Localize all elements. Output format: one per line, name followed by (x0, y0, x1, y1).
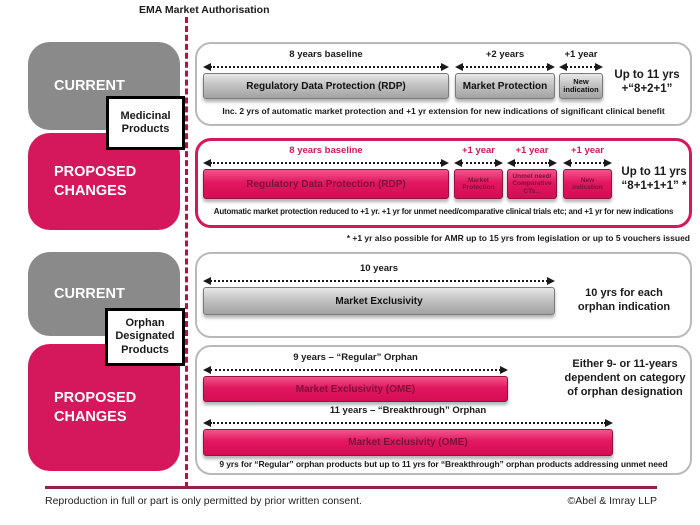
dashed-arrow (203, 277, 555, 285)
bar-rdp: Regulatory Data Protection (RDP) (203, 169, 449, 199)
segment-unmet-need: +1 year (507, 145, 557, 167)
current-label: CURRENT (54, 78, 125, 94)
proposed-changes-label: PROPOSED CHANGES (54, 164, 137, 199)
dashed-arrow (507, 159, 557, 167)
bar-new-indication: New indication (559, 73, 603, 99)
segment-breakthrough-orphan: 11 years – “Breakthrough” Orphan (203, 405, 613, 427)
panel-current-orphan: 10 years Market Exclusivity 10 yrs for e… (195, 252, 692, 338)
segment-rdp: 8 years baseline (203, 49, 449, 71)
segment-market-exclusivity: 10 years (203, 263, 555, 285)
bar-market-protection: Market Protection (454, 169, 503, 199)
footer-copyright: ©Abel & Imray LLP (567, 495, 657, 507)
segment-new-indication: +1 year (563, 145, 612, 167)
page-title: EMA Market Authorisation (139, 4, 270, 16)
note-proposed-medicinal: Automatic market protection reduced to +… (213, 207, 674, 216)
footer-disclaimer: Reproduction in full or part is only per… (45, 495, 362, 507)
dashed-arrow (203, 159, 449, 167)
panel-current-medicinal: 8 years baseline +2 years +1 year Regula… (195, 42, 692, 126)
dashed-arrow (563, 159, 612, 167)
current-label: CURRENT (54, 286, 125, 302)
panel-proposed-orphan: 9 years – “Regular” Orphan Market Exclus… (195, 345, 692, 475)
dashed-arrow (455, 63, 555, 71)
bar-new-indication: New indication (563, 169, 612, 199)
dashed-arrow (203, 63, 449, 71)
note-proposed-orphan: 9 yrs for “Regular” orphan products but … (219, 459, 668, 469)
bar-ome-regular: Market Exclusivity (OME) (203, 376, 508, 402)
bar-rdp: Regulatory Data Protection (RDP) (203, 73, 449, 99)
orphan-products-badge: Orphan Designated Products (105, 308, 185, 366)
segment-regular-orphan: 9 years – “Regular” Orphan (203, 352, 508, 374)
market-authorisation-divider-line (185, 17, 188, 488)
segment-market-protection: +2 years (455, 49, 555, 71)
amr-footnote: * +1 yr also possible for AMR up to 15 y… (346, 233, 690, 243)
dashed-arrow (454, 159, 503, 167)
medicinal-products-badge: Medicinal Products (106, 96, 185, 150)
segment-rdp: 8 years baseline (203, 145, 449, 167)
current-medicinal-side-box: CURRENT (28, 42, 180, 130)
dashed-arrow (203, 366, 508, 374)
bar-market-exclusivity: Market Exclusivity (203, 287, 555, 315)
panel-proposed-medicinal: 8 years baseline +1 year +1 year +1 year… (195, 138, 692, 228)
bar-ome-breakthrough: Market Exclusivity (OME) (203, 429, 613, 456)
bar-unmet-need: Unmet need/ Comparative CTs... (507, 169, 557, 199)
summary-current-medicinal: Up to 11 yrs +“8+2+1” (614, 69, 680, 95)
summary-proposed-medicinal: Up to 11 yrs “8+1+1+1” * (621, 166, 687, 192)
segment-market-protection: +1 year (454, 145, 503, 167)
dashed-arrow (559, 63, 603, 71)
proposed-changes-label: PROPOSED CHANGES (54, 390, 137, 425)
summary-proposed-orphan: Either 9- or 11-years dependent on categ… (564, 358, 686, 398)
segment-new-indication: +1 year (559, 49, 603, 71)
note-current-medicinal: Inc. 2 yrs of automatic market protectio… (222, 106, 665, 116)
bar-market-protection: Market Protection (455, 73, 555, 99)
dashed-arrow (203, 419, 613, 427)
summary-current-orphan: 10 yrs for each orphan indication (577, 287, 671, 313)
footer-divider-line (45, 486, 657, 489)
